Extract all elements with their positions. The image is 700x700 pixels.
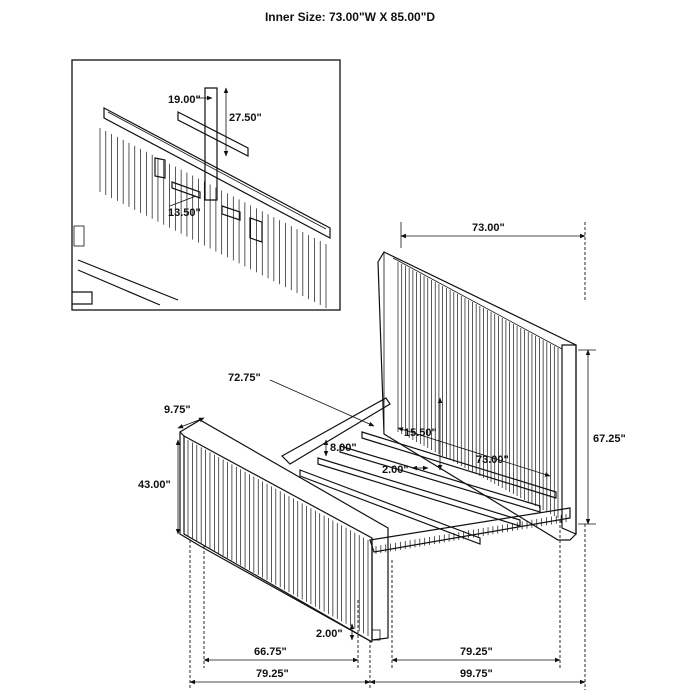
footboard-top bbox=[179, 419, 389, 641]
dim-side-rail: 72.75" bbox=[228, 372, 261, 384]
inset-headboard-stripes bbox=[99, 128, 327, 308]
dim-headboard-clearance: 15.50" bbox=[404, 427, 437, 439]
footboard-stripes bbox=[187, 440, 369, 636]
dim-footboard-depth: 9.75" bbox=[164, 404, 191, 416]
headboard-outline bbox=[377, 251, 577, 541]
slat-1 bbox=[317, 457, 521, 527]
dim-footboard-width: 79.25" bbox=[256, 668, 289, 680]
inner-size-title: Inner Size: 73.00"W X 85.00"D bbox=[264, 10, 436, 24]
inset-top-rail bbox=[103, 107, 331, 239]
dim-overall-length: 99.75" bbox=[460, 668, 493, 680]
dim-footboard-height: 43.00" bbox=[138, 479, 171, 491]
dim-inner-footboard: 66.75" bbox=[254, 646, 287, 658]
inset-height-label: 27.50" bbox=[229, 112, 262, 124]
dim-headboard-width: 73.00" bbox=[472, 222, 505, 234]
side-rail-stripes bbox=[375, 514, 567, 554]
inset-width-label: 19.00" bbox=[168, 94, 201, 106]
side-rail-right bbox=[369, 507, 571, 553]
inset-bracket-post bbox=[204, 87, 218, 201]
dim-leg-height: 2.00" bbox=[316, 628, 343, 640]
bed-drawing: 73.00" 72.75" 9.75" 43.00" 67.25" 15.50"… bbox=[138, 222, 626, 690]
dim-side-width: 79.25" bbox=[460, 646, 493, 658]
slat-2 bbox=[339, 445, 541, 513]
leg bbox=[371, 629, 381, 641]
dim-headboard-height: 67.25" bbox=[593, 433, 626, 445]
inset-bracket-label: 13.50" bbox=[168, 207, 201, 219]
side-rail-left bbox=[281, 397, 391, 465]
inset-detail: 19.00" 27.50" 13.50" bbox=[71, 59, 341, 311]
inset-frame bbox=[71, 59, 341, 311]
dim-inner-width: 73.00" bbox=[476, 454, 509, 466]
dim-slat-height: 8.00" bbox=[330, 442, 357, 454]
dim-slat-width: 2.00" bbox=[382, 464, 409, 476]
slat-4 bbox=[299, 469, 481, 545]
headboard-stripes bbox=[397, 262, 559, 518]
